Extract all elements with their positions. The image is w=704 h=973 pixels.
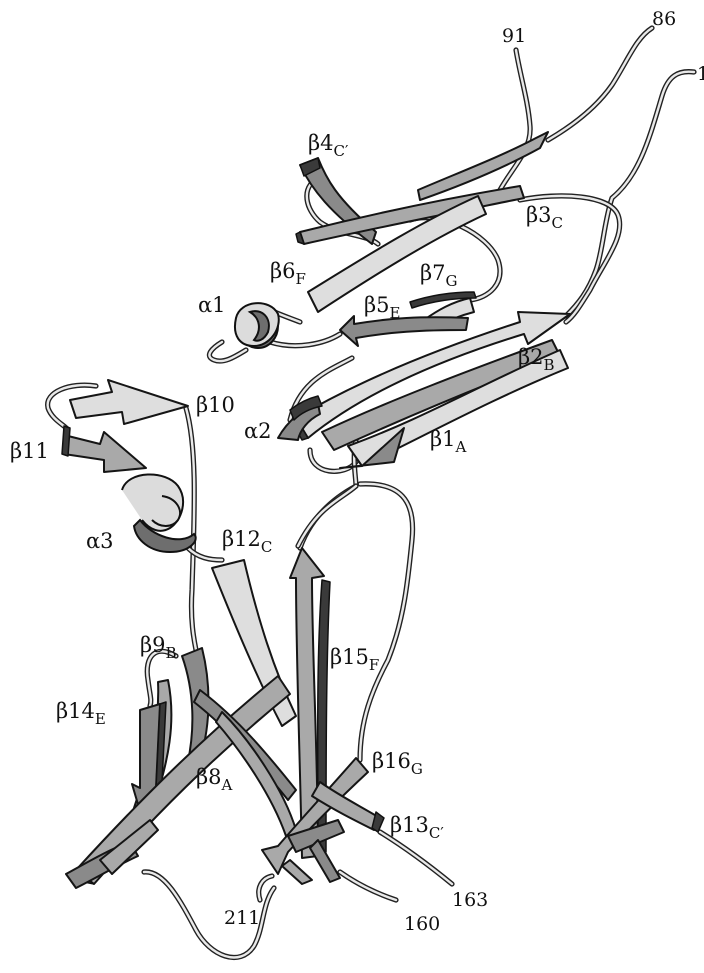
n-terminus-loop [566,72,694,316]
label-b12: β12C [222,527,272,556]
lower-domain-strands [62,380,384,888]
label-b13: β13C′ [390,813,444,842]
loop-right [360,484,413,760]
label-b14: β14E [56,699,106,728]
residue-86: 86 [652,8,676,30]
label-a1: α1 [198,293,226,317]
label-b5: β5E [364,293,400,322]
strand-b11 [64,432,146,472]
label-b11: β11 [10,439,49,463]
top-domain-strands [278,132,570,468]
strand-b5 [340,316,468,346]
label-b10: β10 [196,393,235,417]
label-b6: β6F [270,259,306,288]
label-a3: α3 [86,529,114,553]
label-b9: β9B [140,633,177,662]
label-b7: β7G [420,261,458,290]
loop-91 [500,50,530,190]
residue-211: 211 [224,907,260,929]
strand-b3-upper [418,132,548,200]
helix-a1 [235,303,279,348]
label-b4: β4C′ [308,131,349,160]
residue-163: 163 [452,889,488,911]
residue-91: 91 [502,25,526,47]
label-b15: β15F [330,645,379,674]
label-a2: α2 [244,419,272,443]
label-b8: β8A [196,765,233,794]
helix-a3 [122,474,196,552]
label-b1: β1A [430,427,467,456]
label-b16: β16G [372,749,423,778]
residue-1: 1 [697,63,704,85]
residue-160: 160 [404,913,440,935]
label-b3: β3C [526,203,563,232]
